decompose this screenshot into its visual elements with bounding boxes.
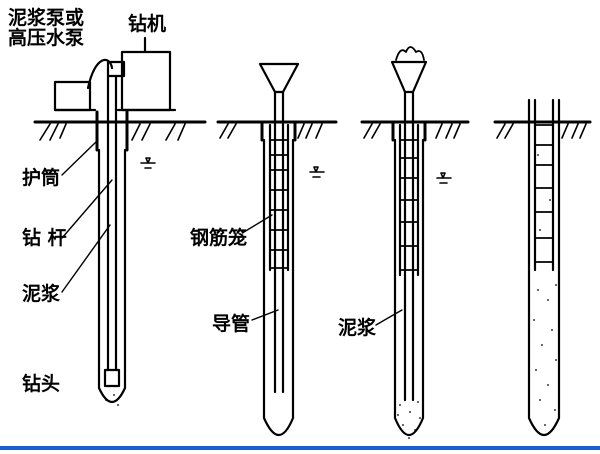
leader-tremie xyxy=(251,309,279,321)
borehole-2 xyxy=(262,138,295,437)
label-slurry-left: 泥浆 xyxy=(22,283,61,305)
ground-hatch-4 xyxy=(496,123,587,139)
cage-2-hoops xyxy=(269,139,289,269)
concrete-pile-3 xyxy=(395,46,425,61)
ground-hatch-3 xyxy=(363,123,461,139)
stage-drilling xyxy=(33,36,207,404)
cage-4-hoops xyxy=(534,124,554,263)
bottom-rule xyxy=(0,446,600,450)
label-pump-line1: 泥浆泵或 xyxy=(8,7,85,29)
leader-casing xyxy=(61,139,99,176)
stage-cage-placement xyxy=(216,62,338,437)
hopper-3 xyxy=(390,60,428,94)
leader-rod xyxy=(61,179,113,239)
label-cage: 钢筋笼 xyxy=(190,227,248,249)
cage-3-hoops xyxy=(399,139,419,271)
borehole-1 xyxy=(97,148,127,404)
ground-hatch-2 xyxy=(219,123,323,139)
label-pump-line2: 高压水泵 xyxy=(8,27,85,49)
ground-hatch-1 xyxy=(39,123,186,141)
water-level-1 xyxy=(140,157,156,169)
label-drill-rod: 钻 杆 xyxy=(22,227,67,249)
pump-box xyxy=(53,80,92,112)
label-slurry-right: 泥浆 xyxy=(338,317,377,339)
label-tremie: 导管 xyxy=(212,313,251,335)
water-level-2 xyxy=(309,166,325,178)
label-drill-rig: 钻机 xyxy=(128,13,167,35)
leader-cage xyxy=(243,214,273,233)
drill-rig-box xyxy=(120,50,172,112)
drill-bit-shape xyxy=(103,368,121,388)
stage-finished-pile xyxy=(493,98,592,437)
concrete-dots xyxy=(105,154,557,439)
water-level-3 xyxy=(436,172,452,184)
leader-slurry-right xyxy=(375,309,403,326)
borehole-3 xyxy=(393,138,425,437)
funnel-2 xyxy=(258,62,300,94)
label-casing: 护筒 xyxy=(22,167,61,189)
pump-hose xyxy=(86,58,114,90)
leader-slurry-left xyxy=(61,224,111,293)
stage-concreting xyxy=(360,46,470,437)
pile-4 xyxy=(527,98,561,437)
label-drill-bit: 钻头 xyxy=(22,373,61,395)
